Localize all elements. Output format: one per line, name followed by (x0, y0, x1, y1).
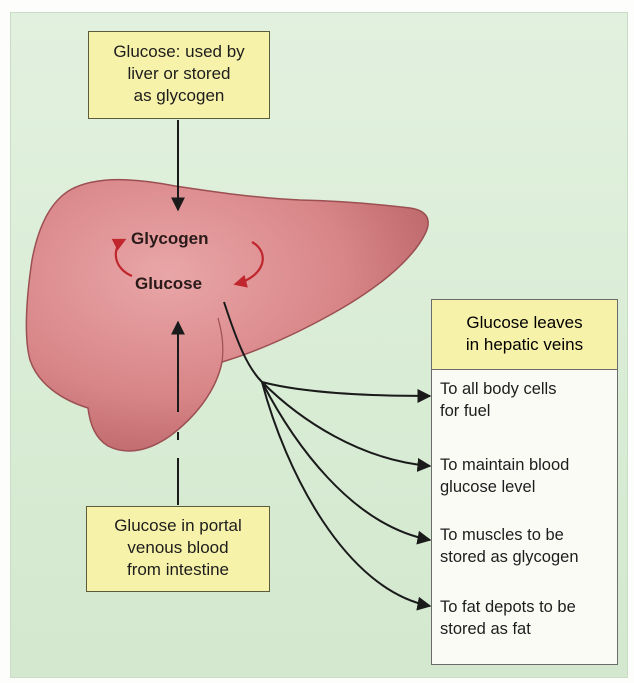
liver-shape (26, 180, 428, 451)
glucose-label: Glucose (135, 274, 202, 294)
portal-blood-box: Glucose in portal venous blood from inte… (86, 506, 270, 592)
destination-line: glucose level (440, 476, 569, 498)
liver-use-line: as glycogen (89, 85, 269, 107)
destination-fat-depots: To fat depots to be stored as fat (440, 596, 576, 640)
destination-blood-glucose: To maintain blood glucose level (440, 454, 569, 498)
destination-body-cells: To all body cells for fuel (440, 378, 556, 422)
portal-blood-line: from intestine (87, 559, 269, 581)
destination-line: stored as glycogen (440, 546, 579, 568)
hepatic-veins-title-line: in hepatic veins (432, 334, 617, 356)
destination-line: for fuel (440, 400, 556, 422)
hepatic-veins-title: Glucose leaves in hepatic veins (432, 300, 617, 370)
destination-line: stored as fat (440, 618, 576, 640)
destination-line: To muscles to be (440, 524, 579, 546)
liver-use-line: Glucose: used by (89, 41, 269, 63)
hepatic-veins-box: Glucose leaves in hepatic veins To all b… (431, 299, 618, 665)
liver-use-box: Glucose: used by liver or stored as glyc… (88, 31, 270, 119)
destination-line: To all body cells (440, 378, 556, 400)
hepatic-veins-title-line: Glucose leaves (432, 312, 617, 334)
arrow-to-fat-depots (262, 382, 430, 606)
destination-line: To fat depots to be (440, 596, 576, 618)
destination-line: To maintain blood (440, 454, 569, 476)
liver-use-line: liver or stored (89, 63, 269, 85)
destination-muscles: To muscles to be stored as glycogen (440, 524, 579, 568)
portal-blood-line: Glucose in portal (87, 515, 269, 537)
portal-blood-line: venous blood (87, 537, 269, 559)
glycogen-label: Glycogen (131, 229, 208, 249)
